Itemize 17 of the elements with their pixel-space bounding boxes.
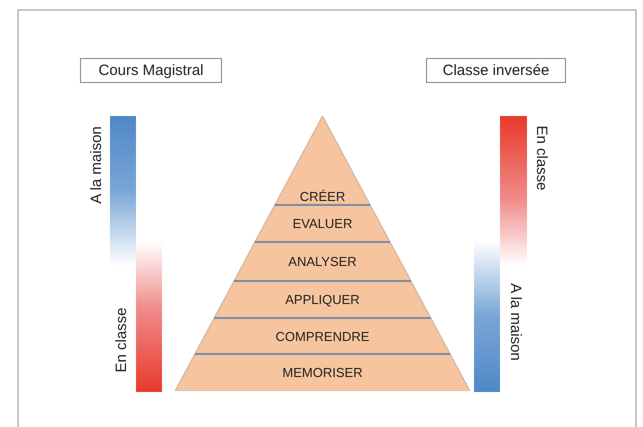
level-label: CRÉER	[282, 186, 362, 206]
level-label: COMPRENDRE	[246, 326, 400, 346]
bar-label: A la maison	[507, 283, 523, 361]
level-label: ANALYSER	[269, 252, 376, 272]
level-label: APPLIQUER	[257, 290, 388, 310]
title-box: Cours Magistral	[80, 58, 222, 83]
level-label: EVALUER	[282, 214, 364, 234]
gradient-bar	[136, 242, 162, 392]
bar-label: En classe	[533, 125, 549, 191]
bar-label: En classe	[114, 307, 130, 373]
bar-label: A la maison	[89, 126, 105, 204]
gradient-bar	[110, 116, 136, 266]
title-box: Classe inversée	[426, 58, 566, 83]
gradient-bar	[474, 240, 500, 392]
level-label: MEMORISER	[234, 362, 411, 382]
pyramid	[175, 116, 470, 391]
gradient-bar	[500, 116, 527, 266]
